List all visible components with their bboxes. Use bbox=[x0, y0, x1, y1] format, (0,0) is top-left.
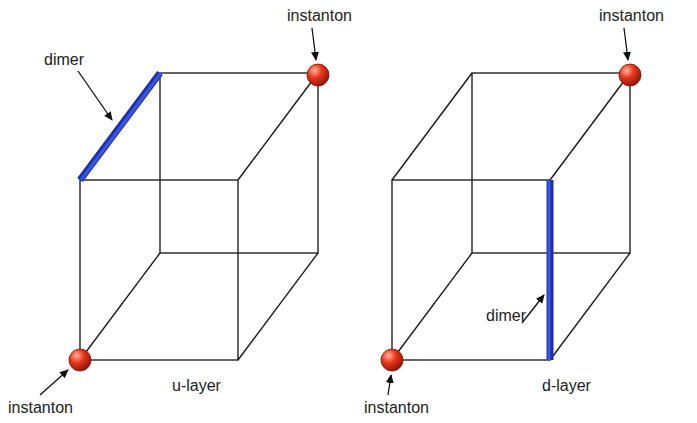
dimer-bar bbox=[548, 180, 551, 360]
dimer-bar bbox=[547, 180, 554, 360]
annotation-label: d-layer bbox=[542, 376, 591, 395]
cube bbox=[392, 73, 630, 360]
annotation-label: dimer bbox=[486, 306, 526, 325]
leader-lines bbox=[40, 28, 628, 395]
dimer-bar bbox=[81, 73, 161, 180]
annotation-label: instanton bbox=[8, 398, 73, 417]
annotation-label: instanton bbox=[364, 398, 429, 417]
annotation-label: u-layer bbox=[172, 376, 221, 395]
annotation-label: instanton bbox=[287, 6, 352, 25]
instanton-sphere bbox=[619, 64, 641, 86]
annotation-label: dimer bbox=[44, 50, 84, 69]
instanton-sphere bbox=[381, 349, 403, 371]
dimer-bar bbox=[80, 73, 160, 180]
instanton-sphere bbox=[69, 349, 91, 371]
instanton-sphere bbox=[307, 64, 329, 86]
annotation-label: instanton bbox=[599, 6, 664, 25]
cube bbox=[80, 73, 318, 360]
